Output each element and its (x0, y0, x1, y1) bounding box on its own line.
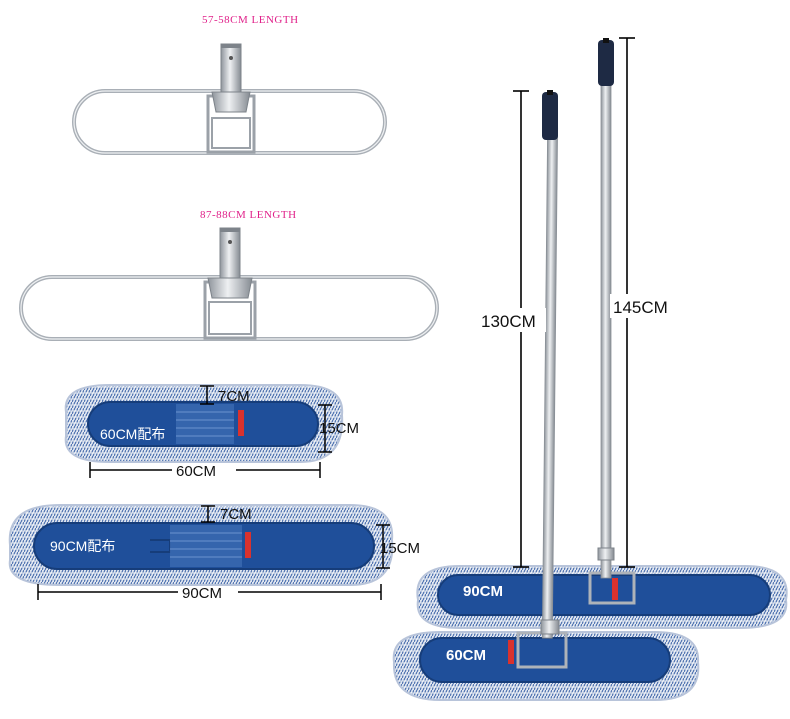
long-pole-grip (598, 40, 614, 86)
large-mop-frame: 87-88CM LENGTH (19, 209, 439, 341)
long-pole-length: 145CM (613, 298, 668, 317)
small-mop-pad: 60CM配布 7CM 15CM 60CM (64, 384, 359, 480)
assembled-mops: 90CM 60CM 130CM 145CM (392, 37, 788, 701)
pad-tag (245, 532, 251, 558)
large-pad-length: 90CM (182, 585, 222, 602)
short-pole-joint (540, 619, 560, 635)
socket-hole (228, 240, 232, 244)
small-pad-height: 15CM (319, 420, 359, 437)
frame-swivel (211, 91, 251, 113)
small-strip-height: 7CM (218, 388, 250, 405)
front-pad-label: 60CM (446, 647, 486, 664)
back-pad-label: 90CM (463, 583, 503, 600)
short-pole-grip (542, 92, 558, 140)
pad-tag (508, 640, 514, 664)
large-frame-caption: 87-88CM LENGTH (200, 209, 297, 221)
large-strip-height: 7CM (220, 506, 252, 523)
long-pole (600, 81, 612, 579)
frame-bracket-inner (208, 301, 252, 335)
frame-swivel (207, 277, 253, 299)
large-mop-pad: 90CM配布 7CM 15CM 90CM (8, 504, 420, 602)
frame-socket-rim (220, 228, 240, 232)
pad-tag (238, 410, 244, 436)
frame-bracket-inner (211, 117, 251, 149)
long-pole-cap (603, 38, 609, 43)
large-pad-label: 90CM配布 (50, 538, 115, 554)
back-frame-bracket (588, 571, 636, 605)
pad-center-strip (176, 404, 234, 444)
small-mop-frame: 57-58CM LENGTH (72, 14, 387, 155)
long-pole-joint (597, 547, 615, 561)
large-pad-height: 15CM (380, 540, 420, 557)
socket-hole (229, 56, 233, 60)
frame-socket-rim (221, 44, 241, 48)
short-pole-cap (547, 90, 553, 95)
small-frame-caption: 57-58CM LENGTH (202, 14, 299, 26)
short-pole-length: 130CM (481, 312, 536, 331)
small-pad-label: 60CM配布 (100, 426, 165, 442)
short-pole (541, 127, 559, 639)
dim-label-bg (478, 308, 546, 332)
dim-label-bg (610, 294, 678, 318)
small-pad-length: 60CM (176, 463, 216, 480)
pad-tag (612, 578, 618, 600)
pad-center-strip (170, 525, 242, 567)
